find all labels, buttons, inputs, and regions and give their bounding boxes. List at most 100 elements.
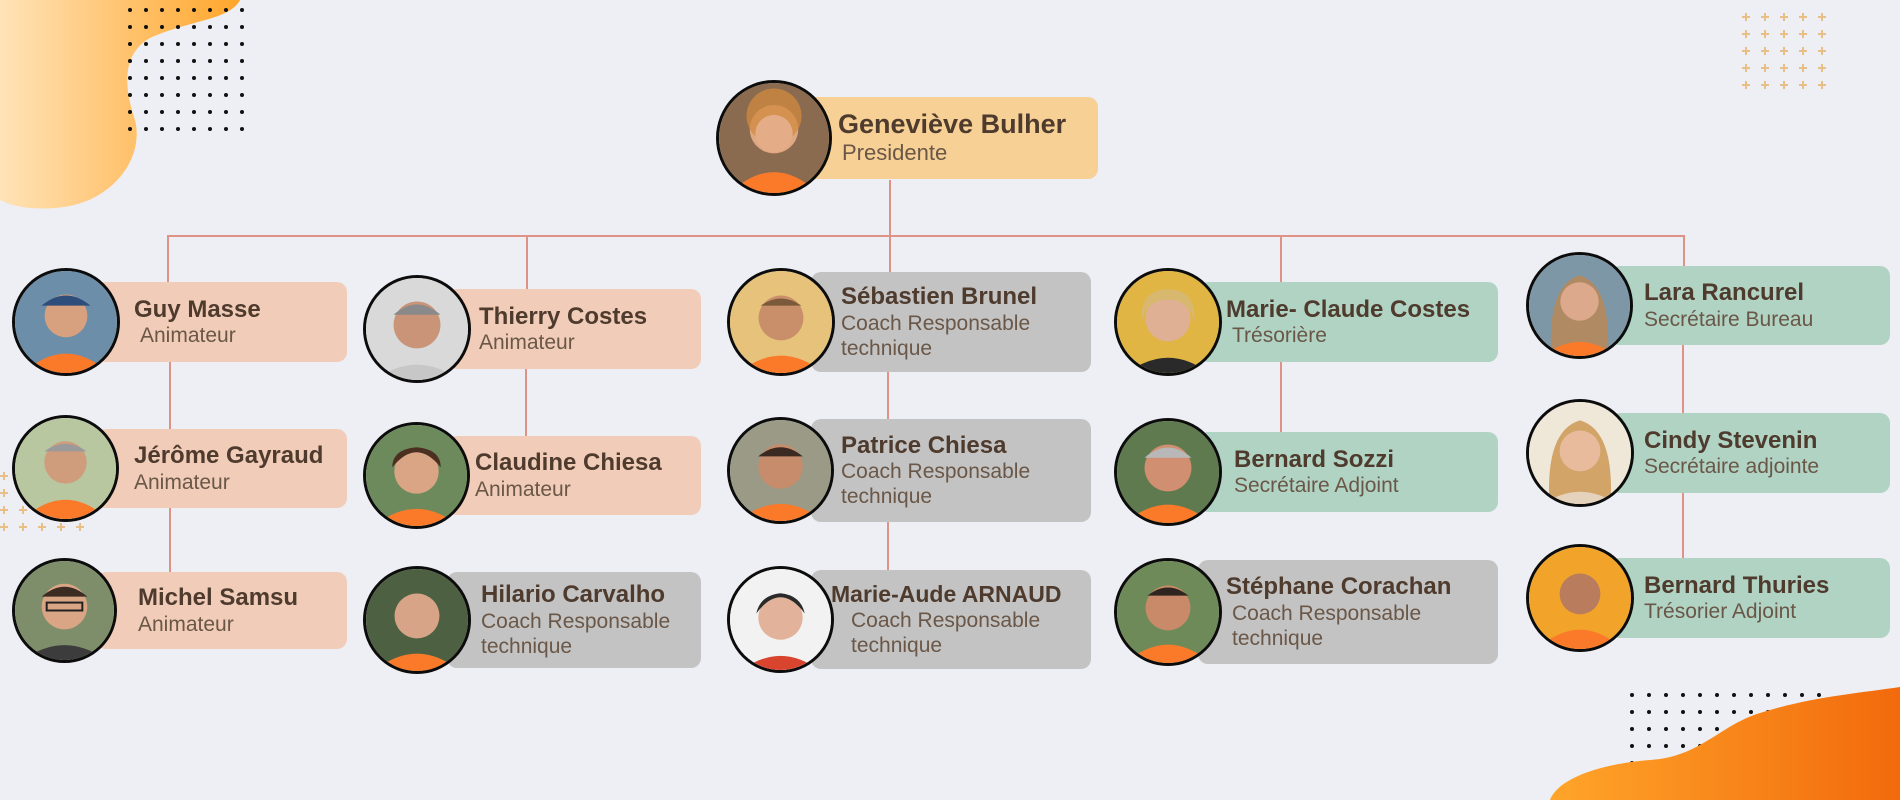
member-card: Bernard Sozzi Secrétaire Adjoint — [1114, 418, 1498, 526]
member-role-line-1: Coach Responsable — [851, 608, 1041, 632]
member-name: Claudine Chiesa — [475, 449, 662, 477]
member-name: Jérôme Gayraud — [134, 442, 324, 470]
member-name: Bernard Thuries — [1644, 571, 1830, 599]
member-card: Jérôme Gayraud Animateur — [12, 415, 347, 522]
member-role-line-2: technique — [841, 336, 933, 360]
member-card: Hilario Carvalho Coach Responsable techn… — [363, 566, 701, 674]
member-name: Lara Rancurel — [1644, 279, 1805, 307]
member-label-box: Marie- Claude Costes Trésorière — [1198, 282, 1498, 362]
member-card: Stéphane Corachan Coach Responsable tech… — [1114, 558, 1498, 666]
connector-col5-a — [1682, 340, 1684, 415]
member-role: Animateur — [475, 477, 571, 501]
president-photo — [716, 80, 832, 196]
president-name: Geneviève Bulher — [838, 109, 1067, 140]
member-role: Secrétaire Bureau — [1644, 307, 1814, 331]
member-name: Cindy Stevenin — [1644, 426, 1818, 454]
member-name: Marie- Claude Costes — [1226, 295, 1471, 323]
member-role: Trésorier Adjoint — [1644, 600, 1797, 624]
member-photo — [1526, 544, 1634, 652]
member-name: Thierry Costes — [479, 302, 648, 330]
member-name: Bernard Sozzi — [1234, 445, 1395, 473]
member-label-box: Cindy Stevenin Secrétaire adjointe — [1610, 413, 1890, 493]
member-role-line-2: technique — [841, 485, 933, 509]
member-card: Thierry Costes Animateur — [363, 275, 701, 383]
connector-col5-top — [1683, 235, 1685, 267]
member-photo — [363, 275, 471, 383]
member-card: Michel Samsu Animateur — [12, 558, 347, 663]
member-role: Animateur — [138, 612, 234, 636]
member-photo — [727, 268, 835, 376]
connector-col3-b — [887, 515, 889, 570]
plus-pattern-top-right — [1742, 13, 1826, 89]
member-name: Patrice Chiesa — [841, 431, 1007, 459]
member-card: Marie-Aude ARNAUD Coach Responsable tech… — [727, 566, 1091, 673]
member-role-line-1: Coach Responsable — [1232, 601, 1422, 625]
member-role-line-2: technique — [481, 634, 573, 658]
connector-col5-b — [1682, 487, 1684, 562]
member-photo — [1526, 252, 1633, 359]
connector-col1-top — [167, 235, 169, 283]
member-card: Lara Rancurel Secrétaire Bureau — [1526, 252, 1890, 359]
connector-col4-a — [1280, 358, 1282, 433]
connector-col3-a — [887, 365, 889, 420]
president-card: Geneviève Bulher Presidente — [716, 80, 1098, 196]
member-photo — [727, 566, 834, 673]
dot-pattern-top-left — [128, 8, 244, 131]
member-card: Cindy Stevenin Secrétaire adjointe — [1526, 399, 1890, 507]
member-card: Claudine Chiesa Animateur — [363, 422, 701, 529]
member-card: Bernard Thuries Trésorier Adjoint — [1526, 544, 1890, 652]
member-photo — [12, 268, 120, 376]
member-role-line-1: Coach Responsable — [481, 609, 671, 633]
member-label-box: Marie-Aude ARNAUD Coach Responsable tech… — [811, 570, 1091, 669]
member-role: Animateur — [134, 470, 230, 494]
member-card: Marie- Claude Costes Trésorière — [1114, 268, 1498, 376]
member-role: Animateur — [479, 331, 575, 355]
member-label-box: Hilario Carvalho Coach Responsable techn… — [447, 572, 701, 668]
member-label-box: Lara Rancurel Secrétaire Bureau — [1610, 266, 1890, 345]
member-label-box: Claudine Chiesa Animateur — [447, 436, 701, 515]
member-role-line-1: Coach Responsable — [841, 311, 1031, 335]
connector-col1-b — [169, 497, 171, 572]
member-role: Animateur — [140, 324, 236, 348]
connector-col2-top — [526, 235, 528, 289]
connector-col2-a — [525, 360, 527, 437]
member-role-line-1: Coach Responsable — [841, 460, 1031, 484]
member-label-box: Guy Masse Animateur — [96, 282, 347, 362]
president-role: Presidente — [842, 140, 948, 166]
member-label-box: Sébastien Brunel Coach Responsable techn… — [811, 272, 1091, 372]
member-name: Hilario Carvalho — [481, 581, 666, 609]
member-role-line-2: technique — [851, 633, 943, 657]
member-photo — [363, 566, 471, 674]
member-role: Trésorière — [1232, 324, 1327, 348]
member-label-box: Bernard Thuries Trésorier Adjoint — [1610, 558, 1890, 638]
member-photo — [727, 417, 834, 524]
member-label-box: Stéphane Corachan Coach Responsable tech… — [1198, 560, 1498, 664]
member-name: Sébastien Brunel — [841, 283, 1038, 311]
member-label-box: Patrice Chiesa Coach Responsable techniq… — [811, 419, 1091, 522]
connector-col1-a — [169, 355, 171, 430]
member-role: Secrétaire adjointe — [1644, 455, 1820, 479]
member-label-box: Thierry Costes Animateur — [447, 289, 701, 369]
member-photo — [1114, 268, 1222, 376]
connector-president-down — [889, 180, 891, 272]
member-photo — [1114, 558, 1222, 666]
connector-horizontal-main — [167, 235, 1684, 237]
member-label-box: Bernard Sozzi Secrétaire Adjoint — [1198, 432, 1498, 512]
member-photo — [12, 558, 117, 663]
member-card: Patrice Chiesa Coach Responsable techniq… — [727, 417, 1091, 524]
member-label-box: Michel Samsu Animateur — [96, 572, 347, 649]
member-role-line-2: technique — [1232, 626, 1324, 650]
orange-blob-bottom-right — [1550, 687, 1900, 800]
member-name: Marie-Aude ARNAUD — [831, 581, 1062, 608]
member-card: Sébastien Brunel Coach Responsable techn… — [727, 268, 1091, 376]
member-card: Guy Masse Animateur — [12, 268, 347, 376]
member-name: Guy Masse — [134, 295, 261, 323]
connector-col4-top — [1280, 235, 1282, 283]
member-name: Michel Samsu — [138, 584, 299, 612]
orange-blob-top-left — [0, 0, 240, 209]
member-photo — [1114, 418, 1222, 526]
member-label-box: Jérôme Gayraud Animateur — [96, 429, 347, 508]
member-role: Secrétaire Adjoint — [1234, 474, 1399, 498]
member-photo — [363, 422, 470, 529]
member-photo — [1526, 399, 1634, 507]
